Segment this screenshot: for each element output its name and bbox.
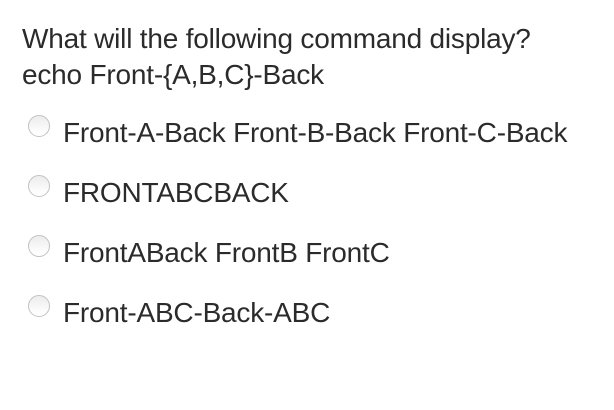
option-row-3[interactable]: FrontABack FrontB FrontC	[28, 233, 614, 273]
option-label[interactable]: Front-ABC-Back-ABC	[63, 297, 331, 328]
radio-button-icon[interactable]	[28, 295, 50, 317]
option-label[interactable]: Front-A-Back Front-B-Back Front-C-Back	[63, 117, 568, 148]
radio-button-icon[interactable]	[28, 175, 50, 197]
option-label[interactable]: FRONTABCBACK	[63, 177, 289, 208]
radio-button-icon[interactable]	[28, 115, 50, 137]
answer-options-list: Front-A-Back Front-B-Back Front-C-Back F…	[28, 113, 614, 333]
option-row-4[interactable]: Front-ABC-Back-ABC	[28, 293, 614, 333]
question-command-line: echo Front-{A,B,C}-Back	[22, 59, 324, 90]
radio-button-icon[interactable]	[28, 235, 50, 257]
option-label[interactable]: FrontABack FrontB FrontC	[63, 237, 390, 268]
option-row-1[interactable]: Front-A-Back Front-B-Back Front-C-Back	[28, 113, 614, 153]
option-row-2[interactable]: FRONTABCBACK	[28, 173, 614, 213]
question-text: What will the following command display?…	[0, 0, 614, 93]
question-line-1: What will the following command display?	[22, 23, 531, 54]
